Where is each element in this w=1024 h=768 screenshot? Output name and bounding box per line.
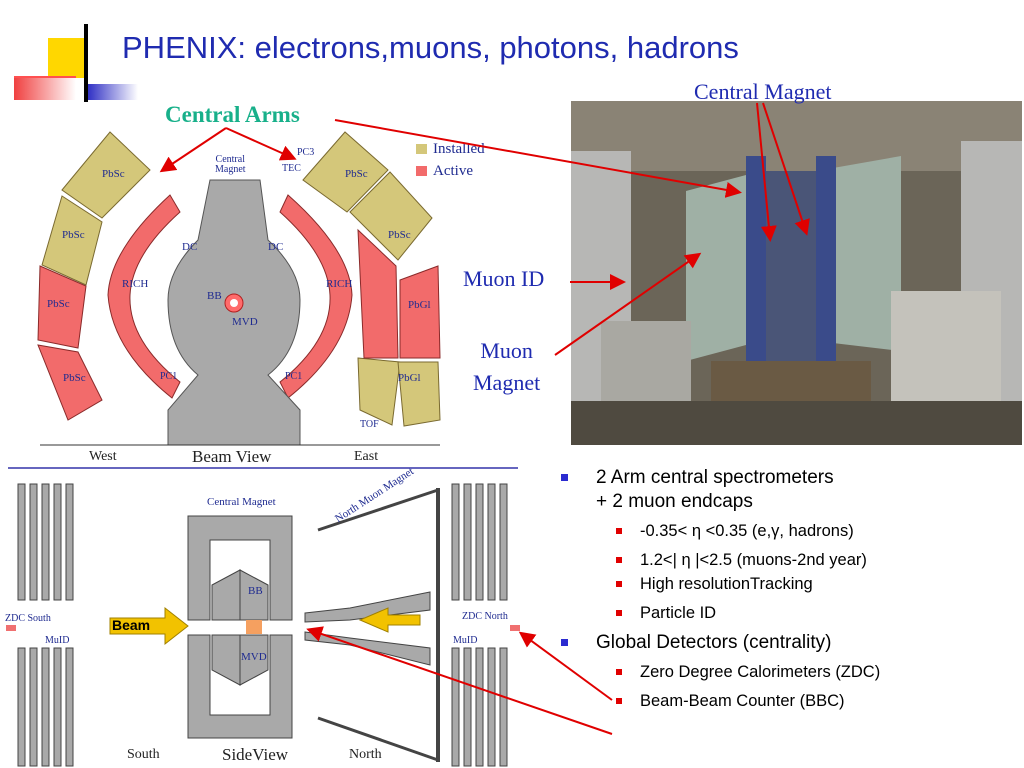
rich-label: RICH [122,278,149,290]
central-arms-label: Central Arms [165,102,300,127]
pbgl-label: PbGl [398,372,421,384]
bullet-item: Global Detectors (centrality) [556,631,1016,655]
zdc-south-block [6,625,16,631]
pc3-label: PC3 [297,147,315,158]
side-view-diagram [6,483,520,767]
beam-view-diagram [8,131,518,469]
beam-label: Beam [112,617,151,633]
legend-active-swatch [416,166,427,176]
bb-label: BB [207,290,222,302]
central-magnet-callout: Central Magnet [694,79,832,104]
side-view-caption: SideView [222,745,289,764]
south-label: South [127,747,160,762]
pbsc-label: PbSc [63,372,86,384]
west-rich [107,194,181,399]
zdc-north-label: ZDC North [462,611,508,622]
pbsc-label: PbSc [47,298,70,310]
zdc-south-label: ZDC South [5,613,51,624]
east-active-sectors [357,228,441,359]
pbgl-label: PbGl [408,299,431,311]
mvd-label: MVD [232,316,258,328]
legend-active-label: Active [433,163,473,179]
beam-view-caption: Beam View [192,447,272,466]
slide-title: PHENIX: electrons,muons, photons, hadron… [122,30,739,65]
sub-bullet-item: -0.35< η <0.35 (e,γ, hadrons) [556,520,1016,542]
zdc-north-block [510,625,520,631]
sub-bullet-item: 1.2<| η |<2.5 (muons-2nd year) [556,549,1016,571]
east-pbsc-sectors [302,131,441,427]
side-central-magnet-label: Central Magnet [207,496,276,508]
sub-bullet-item: High resolutionTracking [556,573,1016,595]
south-beam-arrow [109,606,189,646]
dc-label: DC [268,241,284,253]
pbsc-label: PbSc [345,168,368,180]
sub-bullet-item: Beam-Beam Counter (BBC) [556,690,1016,712]
callout-arrows [159,102,810,735]
sub-bullet-item: Particle ID [556,602,1016,624]
side-bb-label: BB [248,585,263,597]
muon-id-callout: Muon ID [463,266,545,291]
pc1-label: PC1 [285,371,303,382]
central-magnet-bottom [187,634,293,739]
yellow-square [48,38,88,78]
north-muon-magnet-top-line [317,488,439,532]
central-magnet-top [187,515,293,621]
pbsc-label: PbSc [388,229,411,241]
north-label: North [349,747,382,762]
bullet-item: 2 Arm central spectrometers+ 2 muon endc… [556,466,1016,514]
photo-illustration [571,101,1022,445]
side-mvd-label: MVD [241,651,267,663]
vertical-rule [84,24,88,102]
muid-south-label: MuID [45,635,70,646]
corner-decoration [14,24,138,102]
tec-label: TEC [282,163,301,174]
north-muon-piston-bottom [304,631,431,666]
east-label: East [354,449,379,464]
rich-label: RICH [326,278,353,290]
bullet-list: 2 Arm central spectrometers+ 2 muon endc… [556,466,1016,719]
sub-bullet-item: Zero Degree Calorimeters (ZDC) [556,661,1016,683]
pbsc-label: PbSc [62,229,85,241]
phenix-photo [571,101,1022,445]
tof-label: TOF [360,419,379,430]
west-label: West [89,449,117,464]
muid-north-label: MuID [453,635,478,646]
west-pbsc-sectors [41,131,151,286]
pbsc-label: PbSc [102,168,125,180]
north-muid-plates [451,483,508,767]
west-active-sectors [37,265,103,421]
dc-label: DC [182,241,198,253]
blue-bar [84,84,138,100]
south-muid-plates [17,483,74,767]
mvd-block [246,620,262,634]
north-muon-piston-top [304,591,431,623]
pc1-label: PC1 [160,371,178,382]
legend-installed-swatch [416,144,427,154]
north-beam-arrow [358,607,421,633]
